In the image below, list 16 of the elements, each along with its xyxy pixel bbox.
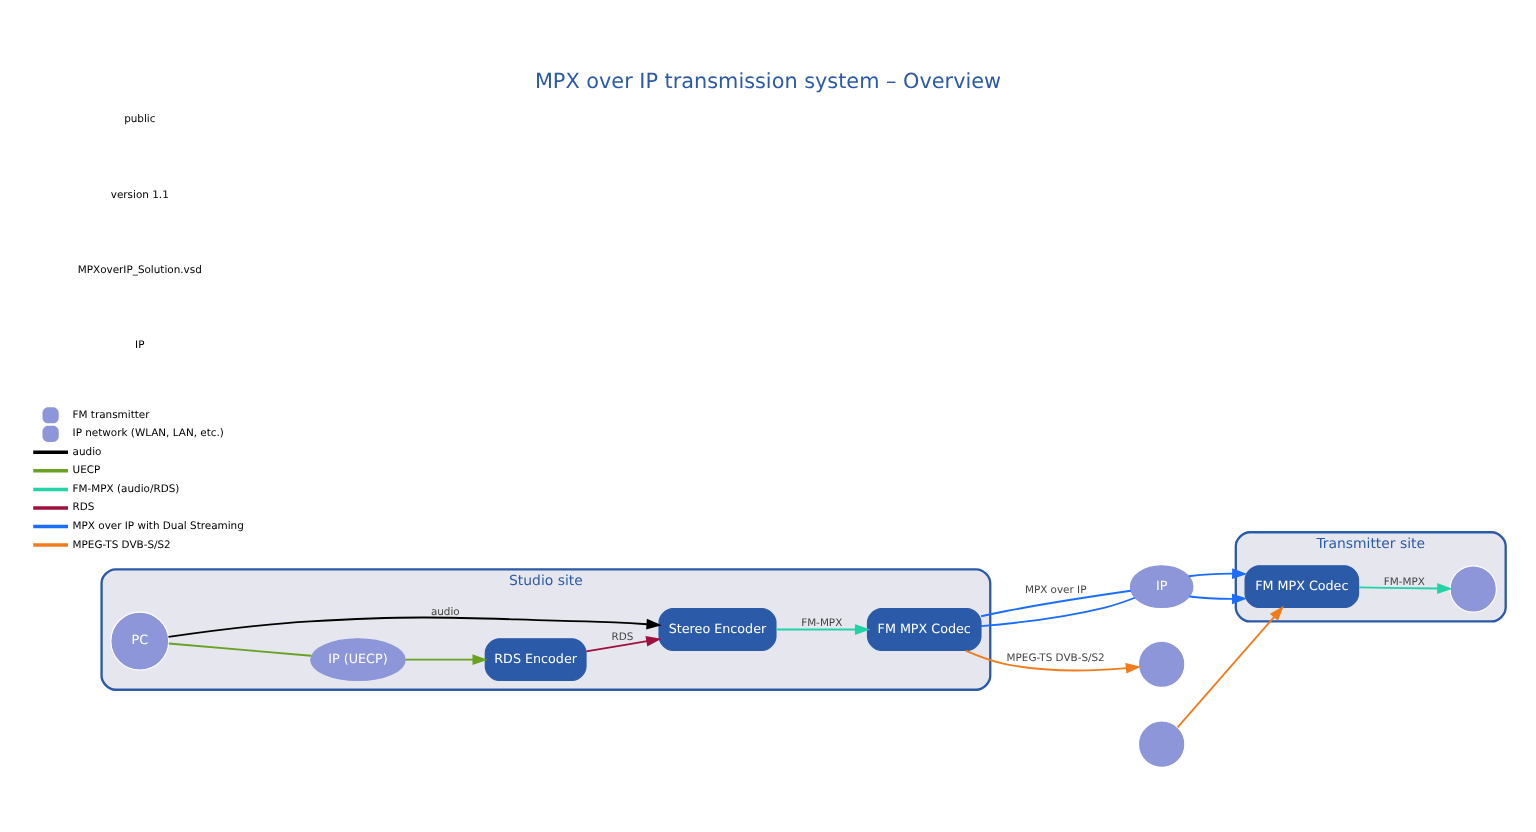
arrow [404, 653, 488, 664]
arrow [1188, 592, 1248, 604]
node-circle [1137, 719, 1186, 767]
arrow [585, 635, 662, 652]
diagram-title: MPX over IP transmission system – Overview [534, 68, 1002, 93]
arrow [775, 623, 871, 634]
connector [980, 595, 1136, 627]
arrow [167, 615, 662, 637]
arrow [1176, 604, 1284, 728]
connector [167, 641, 312, 656]
arrow [964, 648, 1142, 673]
arrow [1357, 582, 1453, 593]
connector [980, 588, 1132, 617]
node-circle [1137, 639, 1186, 688]
arrow [1187, 567, 1248, 578]
node-circle [1449, 564, 1497, 612]
